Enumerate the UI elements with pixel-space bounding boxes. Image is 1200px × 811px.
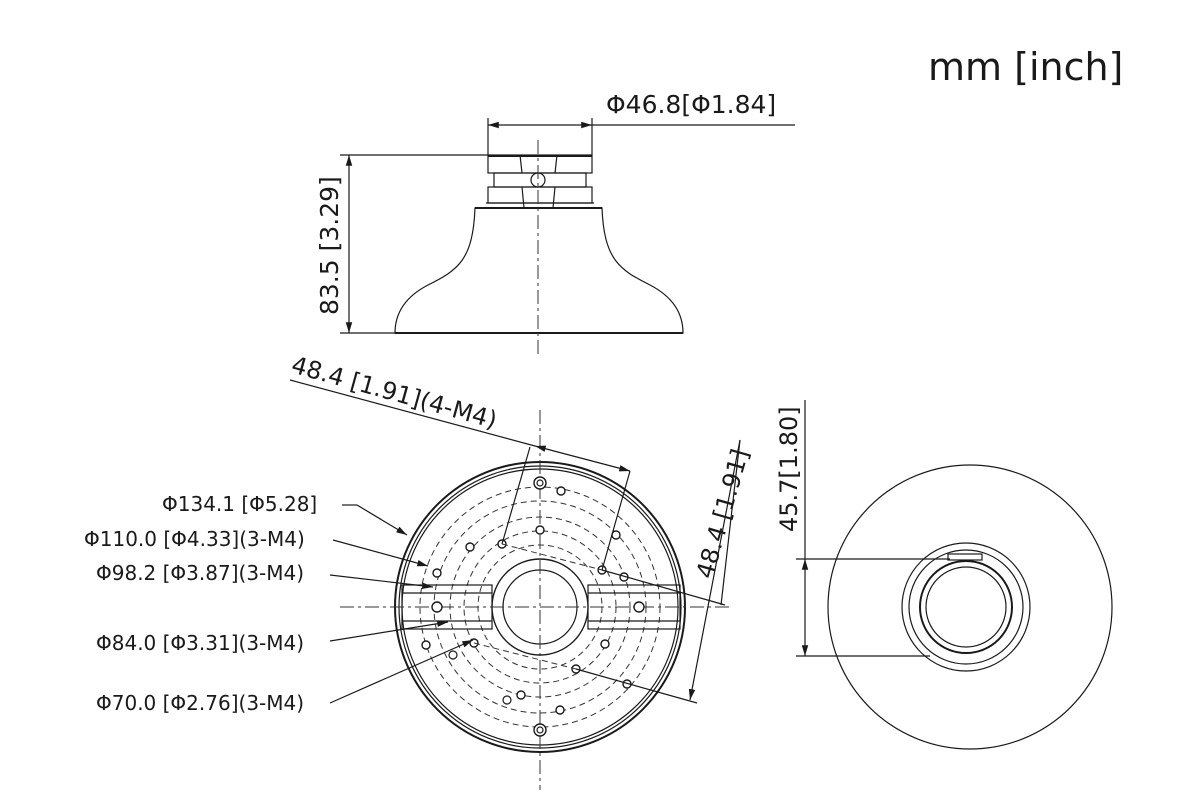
front-height-dimension: 45.7[1.80] bbox=[775, 406, 803, 532]
hole-spacing-dimension-2: 48.4 [1.91] bbox=[691, 446, 755, 582]
units-label: mm [inch] bbox=[928, 45, 1123, 89]
side-width-dimension: Φ46.8[Φ1.84] bbox=[606, 90, 776, 119]
callout-diameter-84: Φ84.0 [Φ3.31](3-M4) bbox=[96, 631, 304, 655]
callout-diameter-134: Φ134.1 [Φ5.28] bbox=[162, 492, 317, 516]
hole-spacing-dimension: 48.4 [1.91](4-M4) bbox=[288, 351, 500, 435]
callout-diameter-110: Φ110.0 [Φ4.33](3-M4) bbox=[84, 527, 305, 551]
callout-diameter-70: Φ70.0 [Φ2.76](3-M4) bbox=[96, 691, 304, 715]
bottom-view: 48.4 [1.91](4-M4) 48.4 [1.91] Φ134.1 [Φ5… bbox=[84, 351, 754, 790]
mounting-holes bbox=[421, 476, 645, 737]
front-view: 45.7[1.80] bbox=[775, 400, 1113, 750]
side-view: Φ46.8[Φ1.84] 83.5 [3.29] bbox=[315, 90, 795, 358]
callout-diameter-98: Φ98.2 [Φ3.87](3-M4) bbox=[96, 561, 304, 585]
side-height-dimension: 83.5 [3.29] bbox=[315, 176, 344, 315]
